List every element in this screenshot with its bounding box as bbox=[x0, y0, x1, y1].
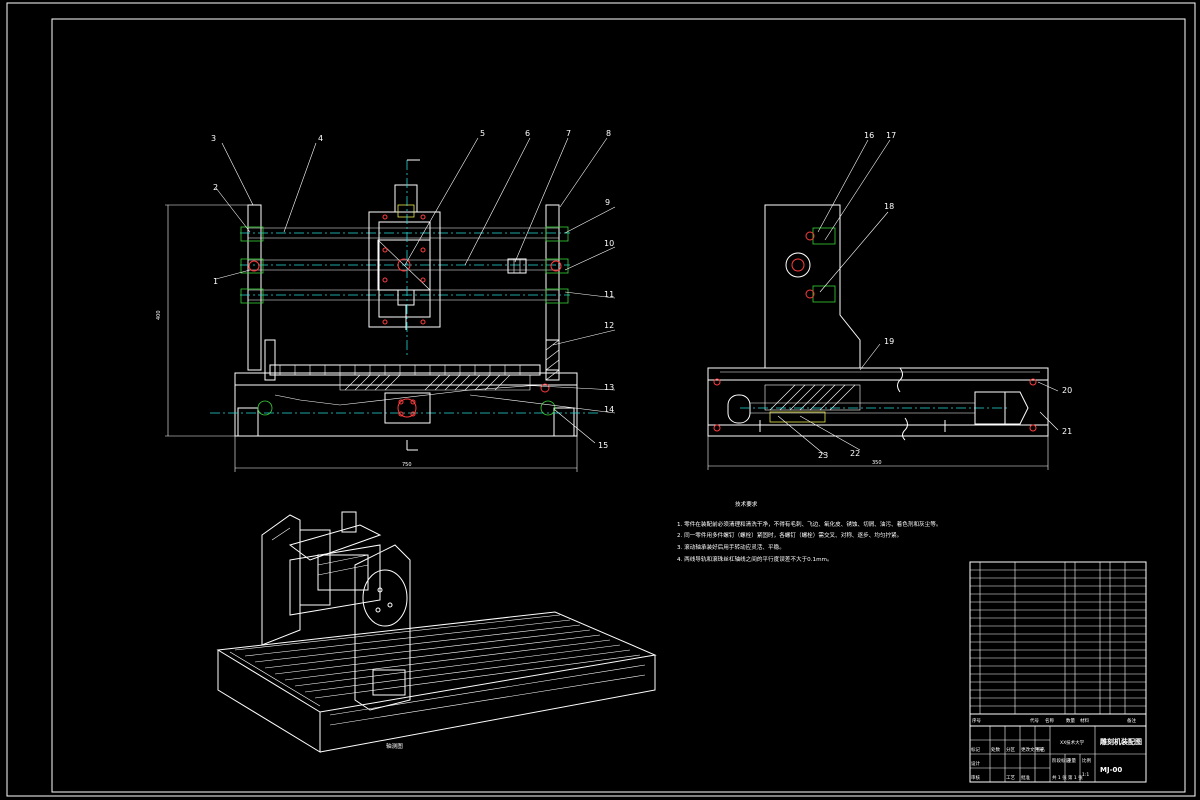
note-3: 3. 滚动轴承装好后用手转动应灵活、平稳。 bbox=[677, 543, 785, 551]
svg-text:标记: 标记 bbox=[971, 746, 980, 753]
svg-text:阶段标记: 阶段标记 bbox=[1052, 757, 1070, 764]
svg-text:1: 1 bbox=[213, 277, 218, 286]
svg-text:审核: 审核 bbox=[971, 774, 980, 781]
svg-text:13: 13 bbox=[604, 383, 614, 392]
iso-slots bbox=[234, 614, 641, 699]
svg-text:数量: 数量 bbox=[1066, 717, 1075, 724]
scale-value: 1:1 bbox=[1082, 772, 1089, 778]
note-4: 4. 两线导轨和滚珠丝杠轴线之间的平行度误差不大于0.1mm。 bbox=[677, 555, 833, 563]
bom-lines bbox=[970, 562, 1146, 714]
svg-text:代号: 代号 bbox=[1030, 717, 1039, 724]
svg-text:分区: 分区 bbox=[1006, 746, 1015, 753]
side-part-labels: 16 17 18 19 20 21 22 23 bbox=[818, 131, 1072, 460]
svg-text:更改文件号: 更改文件号 bbox=[1021, 746, 1044, 753]
svg-text:11: 11 bbox=[604, 290, 614, 299]
svg-text:6: 6 bbox=[525, 129, 530, 138]
company-name: XX技术大学 bbox=[1060, 739, 1085, 746]
bom-header: 序号 代号 名称 数量 材料 备注 bbox=[972, 717, 1136, 724]
svg-text:23: 23 bbox=[818, 451, 828, 460]
svg-text:签名: 签名 bbox=[1036, 746, 1045, 753]
dim-front-height: 400 bbox=[156, 310, 162, 320]
dim-front-width: 750 bbox=[402, 462, 412, 468]
svg-text:名称: 名称 bbox=[1045, 717, 1054, 724]
svg-text:5: 5 bbox=[480, 129, 485, 138]
svg-text:共 1 张: 共 1 张 bbox=[1052, 774, 1067, 781]
svg-text:备注: 备注 bbox=[1127, 717, 1136, 724]
svg-text:22: 22 bbox=[850, 449, 860, 458]
svg-text:4: 4 bbox=[318, 134, 323, 143]
svg-text:10: 10 bbox=[604, 239, 614, 248]
svg-text:17: 17 bbox=[886, 131, 896, 140]
svg-text:14: 14 bbox=[604, 405, 614, 414]
svg-text:15: 15 bbox=[598, 441, 608, 450]
notes-title: 技术要求 bbox=[735, 500, 758, 508]
note-2: 2. 同一零件用多件螺钉（螺栓）紧固时，各螺钉（螺栓）需交叉、对称、逐步、均匀拧… bbox=[677, 531, 902, 539]
svg-text:9: 9 bbox=[605, 198, 610, 207]
outer-border bbox=[6, 2, 1196, 797]
iso-caption: 轴测图 bbox=[386, 742, 403, 750]
note-1: 1. 零件在装配前必须清理和清洗干净，不得有毛刺、飞边、氧化皮、锈蚀、切屑、油污… bbox=[677, 520, 941, 528]
svg-text:工艺: 工艺 bbox=[1006, 775, 1015, 781]
svg-text:3: 3 bbox=[211, 134, 216, 143]
front-leaders bbox=[215, 137, 616, 444]
svg-text:19: 19 bbox=[884, 337, 894, 346]
svg-text:处数: 处数 bbox=[991, 746, 1000, 753]
drawing-number: MJ-00 bbox=[1100, 766, 1122, 774]
svg-text:序号: 序号 bbox=[972, 717, 981, 724]
hatch-table bbox=[344, 374, 511, 391]
svg-text:20: 20 bbox=[1062, 386, 1072, 395]
svg-text:21: 21 bbox=[1062, 427, 1072, 436]
svg-text:比例: 比例 bbox=[1082, 757, 1091, 764]
inner-border bbox=[51, 18, 1186, 793]
svg-text:设计: 设计 bbox=[971, 760, 980, 767]
svg-text:18: 18 bbox=[884, 202, 894, 211]
dim-side-width: 350 bbox=[872, 460, 882, 466]
svg-text:材料: 材料 bbox=[1080, 717, 1089, 724]
isometric-view: 轴测图 bbox=[216, 511, 657, 753]
hatch-side bbox=[769, 384, 856, 411]
svg-text:7: 7 bbox=[566, 129, 571, 138]
svg-text:2: 2 bbox=[213, 183, 218, 192]
svg-text:第 1 张: 第 1 张 bbox=[1068, 774, 1083, 781]
title-block: 序号 代号 名称 数量 材料 备注 标记 处数 分区 更改文件号 签名 设计 审… bbox=[969, 561, 1147, 783]
side-leaders bbox=[777, 139, 1059, 456]
drawing-title: 雕刻机装配图 bbox=[1100, 737, 1142, 746]
technical-notes: 技术要求 1. 零件在装配前必须清理和清洗干净，不得有毛刺、飞边、氧化皮、锈蚀、… bbox=[677, 500, 941, 563]
svg-text:16: 16 bbox=[864, 131, 874, 140]
svg-text:批准: 批准 bbox=[1021, 774, 1030, 781]
svg-text:8: 8 bbox=[606, 129, 611, 138]
revision-labels: 标记 处数 分区 更改文件号 签名 设计 审核 工艺 批准 bbox=[971, 746, 1045, 781]
front-part-labels: 3 2 1 4 5 6 7 8 9 10 11 12 13 14 15 bbox=[211, 129, 614, 450]
svg-text:重量: 重量 bbox=[1067, 757, 1076, 764]
front-view: 400 750 bbox=[156, 159, 600, 472]
side-view: 350 bbox=[707, 204, 1049, 470]
svg-text:12: 12 bbox=[604, 321, 614, 330]
